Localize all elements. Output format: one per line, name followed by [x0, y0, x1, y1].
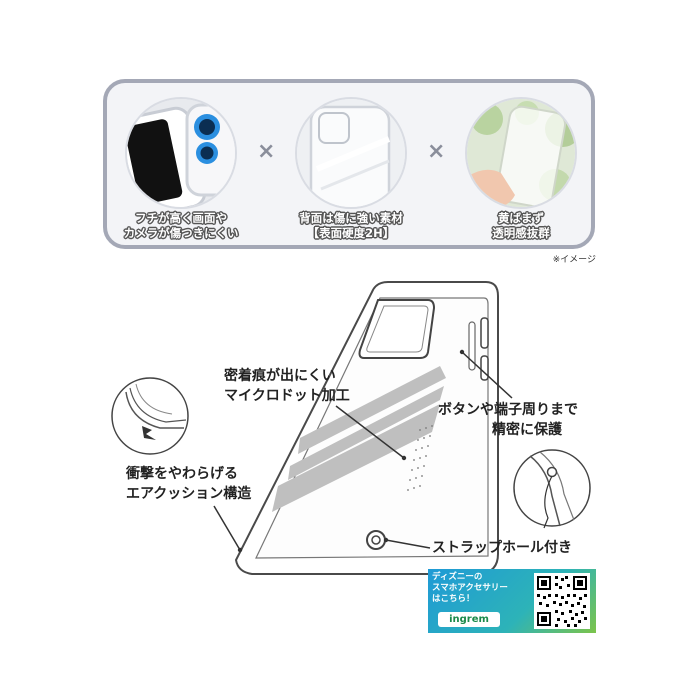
caption-line: 透明感抜群	[492, 226, 550, 240]
callout-button-protection: ボタンや端子周りまで 精密に保護	[438, 400, 578, 440]
callout-line: エアクッション構造	[126, 486, 252, 502]
promo-line: ディズニーの	[432, 572, 483, 582]
callout-air-cushion: 衝撃をやわらげる エアクッション構造	[126, 464, 251, 504]
callout-line: ストラップホール付き	[432, 540, 572, 556]
feature-panel: フチが高く画面や カメラが傷つきにくい × 背面は傷に強い素材 【表面硬度2H】…	[103, 79, 595, 249]
callout-line: 精密に保護	[492, 422, 562, 438]
phone-corner-camera-icon	[125, 97, 237, 209]
caption-line: フチが高く画面や	[135, 211, 227, 225]
callout-line: 密着痕が出にくい	[224, 368, 336, 384]
feature-caption: 黄ばまず 透明感抜群	[443, 211, 599, 241]
hand-holding-clear-case-icon	[465, 97, 577, 209]
feature-non-yellowing: 黄ばまず 透明感抜群	[459, 83, 583, 253]
callout-line: マイクロドット加工	[224, 388, 350, 404]
brand-logo: ingrem	[438, 612, 500, 627]
callout-micro-dot: 密着痕が出にくい マイクロドット加工	[224, 366, 350, 406]
caption-line: 背面は傷に強い素材	[299, 211, 403, 225]
promo-text: ディズニーの スマホアクセサリー はこちら！	[432, 572, 508, 605]
multiply-icon: ×	[427, 139, 446, 164]
feature-caption: フチが高く画面や カメラが傷つきにくい	[103, 211, 259, 241]
feature-caption: 背面は傷に強い素材 【表面硬度2H】	[273, 211, 429, 241]
clear-case-back-icon	[295, 97, 407, 209]
feature-scratch-resistant-edge: フチが高く画面や カメラが傷つきにくい	[119, 83, 243, 253]
callout-line: 衝撃をやわらげる	[126, 466, 238, 482]
callout-line: ボタンや端子周りまで	[438, 402, 578, 418]
caption-line: カメラが傷つきにくい	[123, 226, 239, 240]
promo-banner[interactable]: ディズニーの スマホアクセサリー はこちら！ ingrem	[428, 569, 596, 633]
promo-line: スマホアクセサリー	[432, 583, 508, 593]
callout-strap-hole: ストラップホール付き	[432, 538, 572, 558]
multiply-icon: ×	[257, 139, 276, 164]
caption-line: 【表面硬度2H】	[307, 226, 395, 240]
qr-code-icon[interactable]	[534, 573, 590, 629]
caption-line: 黄ばまず	[498, 211, 544, 225]
image-note: ※イメージ	[552, 255, 596, 265]
feature-hard-back: 背面は傷に強い素材 【表面硬度2H】	[289, 83, 413, 253]
promo-line: はこちら！	[432, 594, 475, 604]
